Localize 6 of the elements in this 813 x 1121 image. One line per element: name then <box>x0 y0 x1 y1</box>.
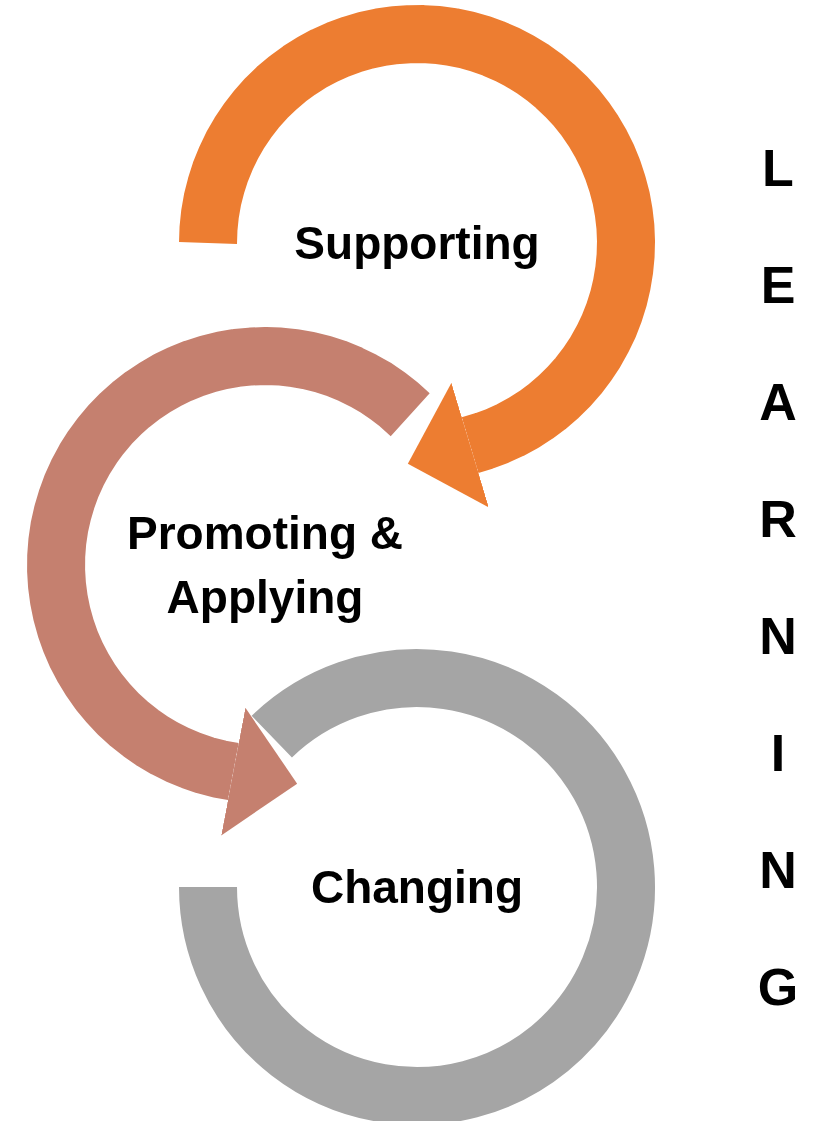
curved-arrow <box>27 327 430 836</box>
node-label: Changing <box>310 859 524 915</box>
curved-arrow <box>179 5 655 508</box>
vertical-title: LEARNING <box>757 138 799 1018</box>
node-label: Promoting & Applying <box>126 505 404 625</box>
node-label: Supporting <box>294 215 540 271</box>
